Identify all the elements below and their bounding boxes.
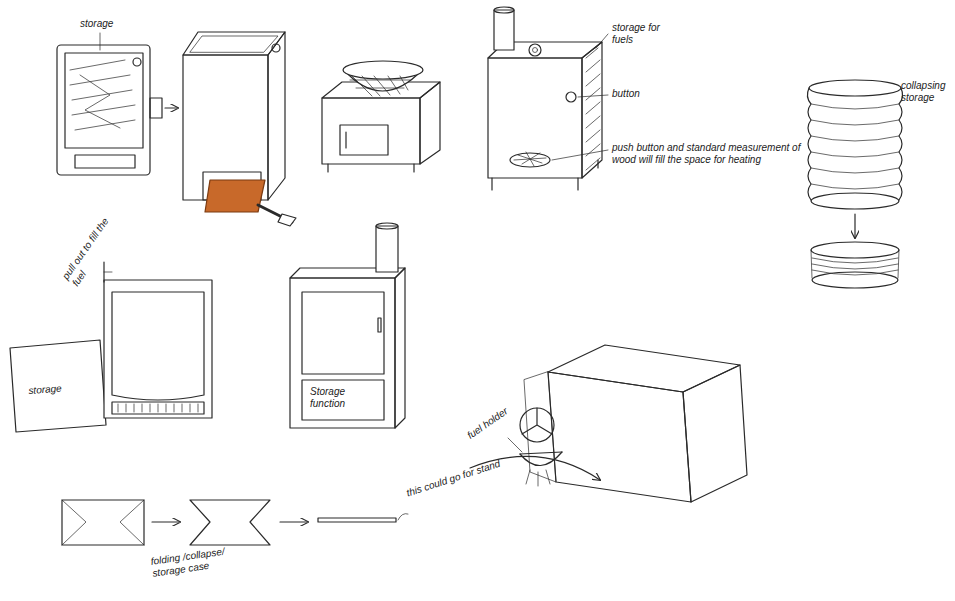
handwritten-note: storage for fuels [612,22,674,46]
handwritten-note: storage [28,381,89,397]
handwritten-note: button [612,88,672,100]
handwritten-note: fuel holder [465,392,529,442]
collapsing-storage-sketch [807,80,902,288]
folding-sequence-sketch [62,456,600,545]
storage-stove-sketch [290,223,405,428]
handwritten-note: storage [80,18,140,30]
handwritten-note: pull out to fill the fuel [60,201,131,288]
handwritten-note: push button and standard measurement of … [612,142,802,166]
chimney-stove-sketch [488,7,608,190]
drawer-heater-sketch [183,32,296,226]
handwritten-note: collapsing storage [901,80,951,104]
handwritten-note: this could go for stand [405,451,523,499]
wheel-box-sketch [508,345,747,502]
handwritten-note: folding /collapse/ storage case [150,541,262,580]
handwritten-note: Storage function [310,386,380,410]
tablet-sketch [57,33,178,175]
pullout-cabinet-sketch [10,262,212,432]
bowl-stove-sketch [322,61,440,172]
